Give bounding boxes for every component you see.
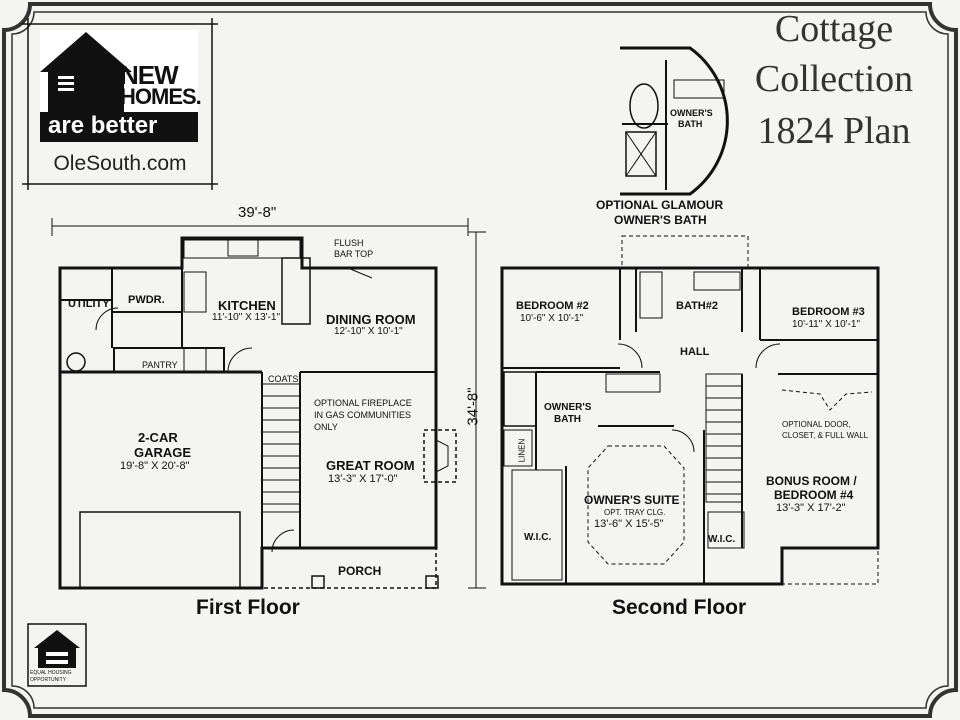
glamour-bath-inset: [620, 46, 729, 196]
garage-label-line-2: GARAGE: [134, 445, 192, 460]
porch-label: PORCH: [338, 564, 382, 578]
bedroom-3-label: BEDROOM #3: [792, 306, 865, 318]
flush-bar-line-1: FLUSH: [334, 238, 364, 248]
bonus-room-size: 13'-3" X 17'-2": [776, 502, 846, 514]
bonus-room-label-line-1: BONUS ROOM /: [766, 474, 857, 488]
dining-room-size: 12'-10" X 10'-1": [334, 326, 403, 337]
logo-text-homes: HOMES.: [120, 84, 202, 109]
fireplace-note-line-3: ONLY: [314, 422, 338, 432]
equal-housing-logo: [27, 623, 87, 687]
equal-housing-line-2: OPPORTUNITY: [30, 677, 67, 683]
great-room-size: 13'-3" X 17'-0": [328, 473, 398, 485]
website-link[interactable]: OleSouth.com: [53, 152, 187, 175]
width-dimension: 39'-8": [238, 204, 277, 221]
plan-title-line-2: Collection: [754, 58, 914, 100]
optional-door-note-line-2: CLOSET, & FULL WALL: [782, 431, 869, 440]
inset-owners-bath-line-2: BATH: [678, 119, 703, 129]
owners-suite-size: 13'-6" X 15'-5": [594, 518, 664, 530]
powder-label: PWDR.: [128, 294, 165, 306]
fireplace-note-line-1: OPTIONAL FIREPLACE: [314, 398, 412, 408]
dining-room-label: DINING ROOM: [326, 312, 416, 327]
glamour-bath-caption-line-1: OPTIONAL GLAMOUR: [596, 198, 724, 212]
plan-title-line-3: 1824 Plan: [757, 110, 911, 152]
kitchen-size: 11'-10" X 13'-1": [212, 312, 280, 323]
linen-label: LINEN: [517, 438, 527, 463]
plan-title-line-1: Cottage: [774, 8, 894, 50]
owners-suite-label: OWNER'S SUITE: [584, 493, 680, 507]
wic-right-label: W.I.C.: [708, 534, 736, 545]
great-room-label: GREAT ROOM: [326, 458, 415, 473]
fireplace-note-line-2: IN GAS COMMUNITIES: [314, 410, 412, 420]
kitchen-label: KITCHEN: [218, 298, 276, 313]
first-floor-plan: [51, 218, 486, 590]
wic-left-label: W.I.C.: [524, 532, 552, 543]
inset-owners-bath-line-1: OWNER'S: [670, 108, 713, 118]
second-floor-caption: Second Floor: [612, 596, 747, 619]
new-homes-logo: [40, 30, 198, 142]
owners-bath-label-line-2: BATH: [554, 414, 582, 425]
bedroom-3-size: 10'-11" X 10'-1": [792, 319, 860, 330]
garage-label-line-1: 2-CAR: [138, 430, 178, 445]
bedroom-2-size: 10'-6" X 10'-1": [520, 313, 584, 324]
equal-housing-line-1: EQUAL HOUSING: [30, 670, 72, 676]
logo-text-new: NEW: [120, 60, 179, 90]
utility-label: UTILITY: [68, 298, 110, 310]
owners-suite-tray-note: OPT. TRAY CLG.: [604, 508, 666, 517]
optional-door-note-line-1: OPTIONAL DOOR,: [782, 420, 851, 429]
pantry-label: PANTRY: [142, 360, 178, 370]
bath-2-label: BATH#2: [676, 300, 718, 312]
coats-label: COATS: [268, 374, 299, 384]
depth-dimension: 34'-8": [464, 387, 482, 426]
second-floor-plan: [500, 235, 880, 586]
garage-size: 19'-8" X 20'-8": [120, 460, 190, 472]
logo-text-are-better: are better: [48, 112, 158, 139]
logo-frame: [22, 18, 218, 190]
flush-bar-line-2: BAR TOP: [334, 249, 374, 259]
owners-bath-label-line-1: OWNER'S: [544, 402, 592, 413]
bedroom-2-label: BEDROOM #2: [516, 300, 589, 312]
glamour-bath-caption-line-2: OWNER'S BATH: [614, 213, 707, 227]
bonus-room-label-line-2: BEDROOM #4: [774, 488, 854, 502]
hall-label: HALL: [680, 346, 710, 358]
first-floor-caption: First Floor: [196, 596, 300, 619]
